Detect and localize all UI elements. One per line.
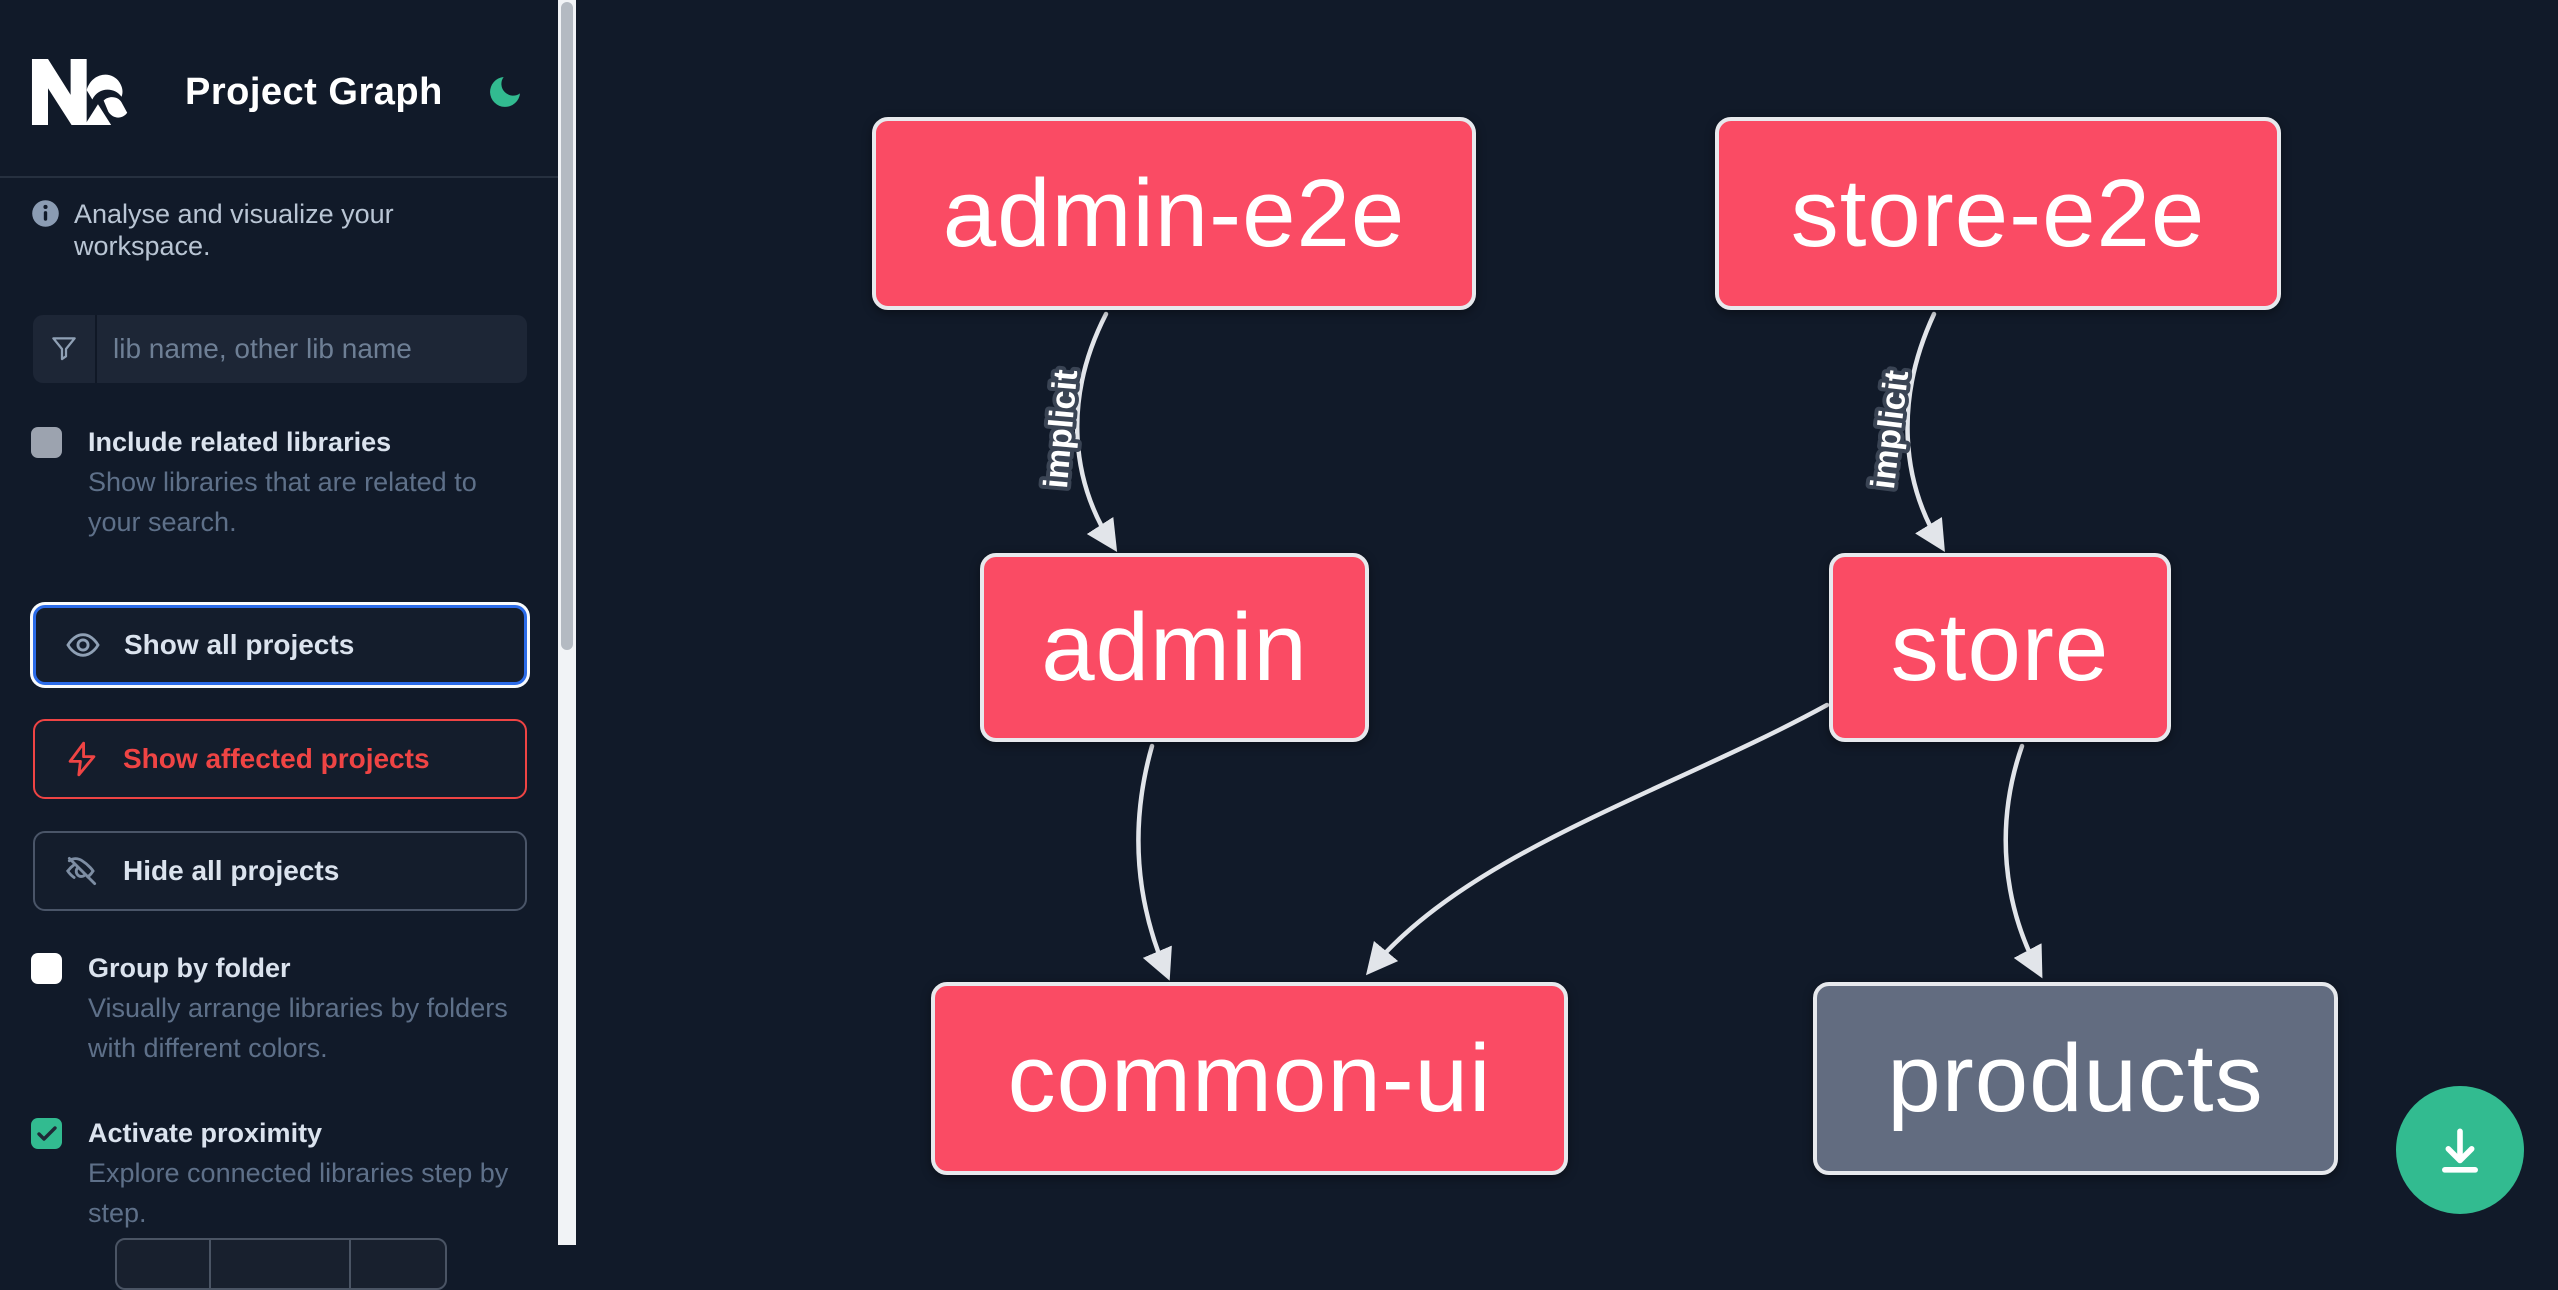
toggle-label: Group by folder [88, 953, 291, 983]
page-title: Project Graph [185, 70, 443, 113]
check-icon [36, 1125, 57, 1141]
checkbox-include-related[interactable] [31, 427, 62, 458]
toggle-description: Explore connected libraries step by step… [88, 1158, 509, 1228]
filter-funnel-icon [33, 315, 97, 383]
graph-node-admin[interactable]: admin [980, 553, 1369, 742]
graph-node-store-e2e[interactable]: store-e2e [1715, 117, 2281, 310]
button-label: Show affected projects [123, 743, 430, 774]
toggle-activate-proximity[interactable]: Activate proximity Explore connected lib… [31, 1113, 531, 1233]
button-label: Show all projects [124, 629, 355, 660]
bolt-icon [68, 741, 96, 777]
sidebar-header: Project Graph [31, 50, 527, 134]
theme-toggle-button[interactable] [483, 70, 527, 114]
tagline-row: Analyse and visualize your workspace. [31, 198, 531, 262]
toggle-include-related[interactable]: Include related libraries Show libraries… [31, 422, 531, 542]
download-icon [2442, 1128, 2478, 1173]
sidebar-scrollbar-track [558, 0, 576, 1245]
toggle-label: Activate proximity [88, 1118, 323, 1148]
tagline: Analyse and visualize your workspace. [74, 199, 394, 261]
show-all-projects-button[interactable]: Show all projects [33, 605, 527, 685]
bottom-segmented-control[interactable] [115, 1238, 447, 1290]
info-icon [32, 200, 59, 227]
hide-all-projects-button[interactable]: Hide all projects [33, 831, 527, 911]
graph-node-admin-e2e[interactable]: admin-e2e [872, 117, 1476, 310]
checkbox-activate-proximity[interactable] [31, 1118, 62, 1149]
search-box [33, 315, 527, 383]
search-input[interactable] [97, 315, 527, 383]
show-affected-projects-button[interactable]: Show affected projects [33, 719, 527, 799]
button-label: Hide all projects [123, 855, 340, 886]
toggle-description: Show libraries that are related to your … [88, 467, 477, 537]
eye-icon [66, 633, 100, 657]
moon-icon [490, 77, 520, 107]
download-image-button[interactable] [2396, 1086, 2524, 1214]
graph-node-products[interactable]: products [1813, 982, 2338, 1175]
nx-logo [31, 59, 128, 125]
toggle-label: Include related libraries [88, 427, 392, 457]
graph-node-common-ui[interactable]: common-ui [931, 982, 1568, 1175]
toggle-description: Visually arrange libraries by folders wi… [88, 993, 508, 1063]
graph-node-store[interactable]: store [1829, 553, 2171, 742]
sidebar-scrollbar-thumb[interactable] [561, 2, 573, 650]
checkbox-group-by-folder[interactable] [31, 953, 62, 984]
sidebar: Project Graph Analyse and visualize your… [0, 0, 558, 1290]
eye-off-icon [65, 856, 97, 886]
header-divider [0, 176, 558, 178]
toggle-group-by-folder[interactable]: Group by folder Visually arrange librari… [31, 948, 531, 1068]
